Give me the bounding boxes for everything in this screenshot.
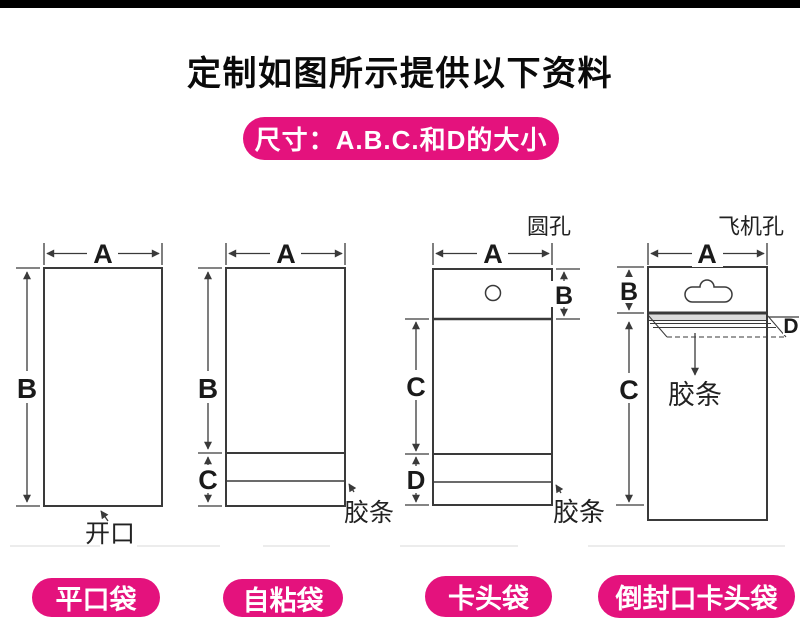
round-hole-label: 圆孔 (527, 215, 571, 239)
size-note-pill: 尺寸：A.B.C.和D的大小 (243, 117, 559, 160)
watermark-smudge (400, 545, 518, 547)
diagram-header-bag: 圆孔 A B C D 胶条 (402, 215, 605, 527)
badge-label: 平口袋 (55, 585, 137, 615)
diagram-self-adhesive-bag: A B C 胶条 (193, 239, 394, 527)
badge-label: 倒封口卡头袋 (615, 584, 778, 614)
bag-outline (225, 267, 346, 507)
watermark-smudge (263, 545, 330, 547)
watermark-smudge (588, 545, 785, 547)
dim-c-label: C (406, 372, 426, 402)
bag-outline (43, 267, 163, 507)
airplane-hole-icon (684, 279, 733, 303)
opening-label: 开口 (85, 520, 135, 548)
diagram-reverse-seal-header-bag: 飞机孔 A B D C 胶条 (615, 215, 799, 521)
top-black-bar (0, 0, 800, 8)
dim-a-label: A (697, 239, 717, 269)
badge-label: 自粘袋 (242, 585, 324, 616)
dim-d-label: D (783, 315, 798, 338)
dim-b-label: B (198, 373, 218, 404)
airplane-hole-label: 飞机孔 (718, 215, 784, 239)
dim-b-label: B (620, 278, 638, 306)
dim-b-label: B (555, 282, 573, 310)
tape-label: 胶条 (553, 497, 605, 527)
watermark-smudge (137, 545, 220, 547)
tape-label: 胶条 (344, 499, 394, 527)
flap-right-edge (766, 314, 787, 338)
round-hole-icon (484, 284, 502, 302)
bag-outline (432, 268, 553, 506)
tape-arrow (555, 484, 564, 494)
tape-arrow (348, 483, 357, 493)
dim-a-label: A (483, 239, 503, 269)
dim-a-label: A (93, 239, 113, 269)
badge-reverse-seal-header-bag: 倒封口卡头袋 (598, 575, 795, 618)
opening-arrow (100, 510, 109, 522)
page-title: 定制如图所示提供以下资料 (187, 55, 613, 93)
size-note-text: 尺寸：A.B.C.和D的大小 (254, 125, 548, 155)
flap-left-edge (647, 314, 668, 338)
diagram-flat-bag: A B 开口 (12, 239, 163, 548)
dim-a-label: A (276, 239, 296, 269)
tape-label: 胶条 (668, 380, 722, 410)
badge-label: 卡头袋 (448, 584, 529, 614)
dim-c-label: C (619, 375, 639, 405)
dim-d-label: D (407, 465, 426, 495)
dim-b-label: B (17, 373, 37, 404)
dim-c-label: C (198, 465, 218, 495)
badge-self-adhesive-bag: 自粘袋 (223, 579, 343, 617)
seal-band (649, 314, 766, 320)
badge-flat-bag: 平口袋 (32, 578, 160, 617)
watermark-smudge (10, 545, 100, 547)
badge-header-bag: 卡头袋 (425, 576, 552, 617)
bag-diagrams-canvas: A B 开口 A B C 胶条 圆孔 (12, 215, 799, 548)
